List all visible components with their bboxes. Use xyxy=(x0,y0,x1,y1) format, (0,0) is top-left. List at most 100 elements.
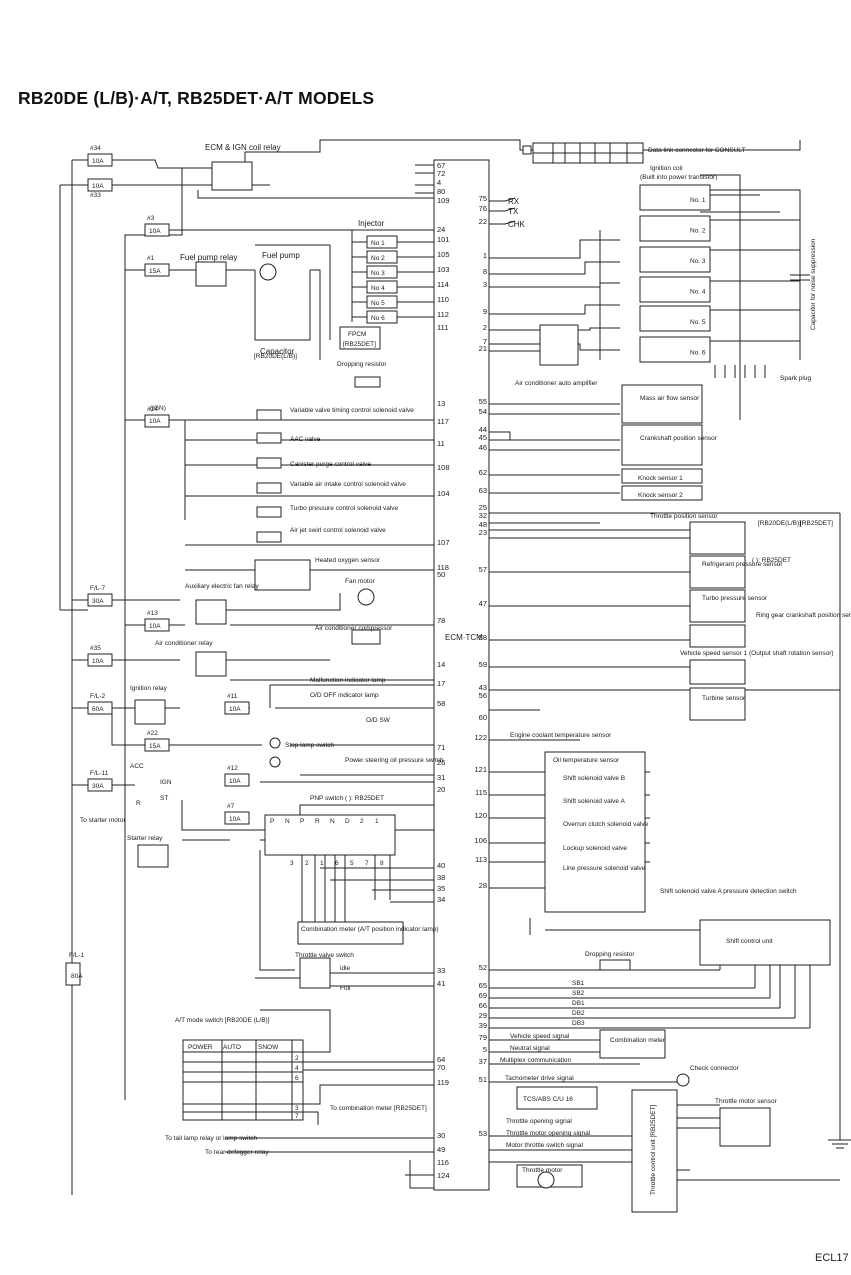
throttle-motor-opening-label: Throttle motor opening signal xyxy=(506,1130,591,1137)
ecm-left-pin: 80 xyxy=(437,187,445,196)
ecm-ign-coil-relay-label: ECM & IGN coil relay xyxy=(205,143,281,152)
sb-label: SB2 xyxy=(572,990,585,997)
ecm-tcm-box xyxy=(433,159,490,1191)
ecm-right-pin: 43 xyxy=(479,683,487,692)
ecm-left-pin: 101 xyxy=(437,235,450,244)
ecm-right-pin: 28 xyxy=(479,881,487,890)
fuse-8-rating: 60A xyxy=(92,706,104,713)
fuse-14-rating: 80A xyxy=(71,973,83,980)
turbo-pressure-control-label: Turbo pressure control solenoid valve xyxy=(290,505,399,512)
tvs-full-label: Full xyxy=(340,985,351,992)
ecm-left-pin: 35 xyxy=(437,884,445,893)
ecm-right-pin: 46 xyxy=(479,443,487,452)
sb-label: DB3 xyxy=(572,1020,585,1027)
tvs-idle-label: idle xyxy=(340,965,351,972)
ecm-left-pin: 49 xyxy=(437,1145,445,1154)
throttle-control-unit-label: Throttle control unit [RB25DET] xyxy=(650,1104,657,1195)
vehicle-speed-signal-label: Vehicle speed signal xyxy=(510,1033,570,1040)
ecm-right-pin: 122 xyxy=(474,733,487,742)
solenoid-valves xyxy=(254,409,381,645)
ecm-right-pin: 56 xyxy=(479,691,487,700)
fuse-13-id: #7 xyxy=(227,803,235,810)
to-starter-label: To starter motor xyxy=(80,817,126,824)
ecm-left-pin: 70 xyxy=(437,1063,445,1072)
ac-compressor-label: Air conditioner compressor xyxy=(315,625,393,632)
at-mode-col: AUTO xyxy=(223,1044,241,1051)
ecm-left-pin: 117 xyxy=(437,417,449,426)
fuse-10-id: #22 xyxy=(147,730,158,737)
fuse-7-rating: 10A xyxy=(92,658,104,665)
ecm-right-pin: 54 xyxy=(479,407,487,416)
at-mode-pin: 4 xyxy=(295,1065,299,1072)
ecm-tcm-label: ECM·TCM xyxy=(445,633,483,642)
turbine-box xyxy=(689,687,746,721)
fuse-3-id: #1 xyxy=(147,255,155,262)
ac-amp-label: Air conditioner auto amplifier xyxy=(515,380,598,387)
ecm-left-pin: 30 xyxy=(437,1131,445,1140)
ecm-left-pin: 34 xyxy=(437,895,445,904)
ecm-left-pin: 78 xyxy=(437,616,445,625)
ign-switch-r: R xyxy=(136,800,141,807)
ecm-right-pin: 7 xyxy=(483,337,487,346)
fuse-3-rating: 15A xyxy=(149,268,161,275)
vss1-label: Vehicle speed sensor 1 (Output shaft rot… xyxy=(680,650,834,657)
injector-label: Injector xyxy=(358,219,385,228)
variable-air-intake-label: Variable air intake control solenoid val… xyxy=(290,481,406,488)
ecm-left-pin: 114 xyxy=(437,280,449,289)
fuse-ign-note: (IGN) xyxy=(150,405,166,412)
injector-no-label: No 1 xyxy=(371,240,385,247)
ecm-right-pin: 55 xyxy=(479,397,487,406)
fuse-boxes xyxy=(65,153,250,986)
ecm-right-pin: 44 xyxy=(479,425,487,434)
pnp-pin: 5 xyxy=(350,860,354,867)
tcs-abs-box xyxy=(516,1086,598,1110)
ecm-left-pin: 118 xyxy=(437,563,449,572)
knock2-box xyxy=(621,485,703,501)
throttle-valve-switch-label: Throttle valve switch xyxy=(295,952,354,959)
ecm-right-pin: 25 xyxy=(479,503,487,512)
ignition-relay-label: Ignition relay xyxy=(130,685,168,692)
pnp-position: 2 xyxy=(360,818,364,825)
fuse-11-id: F/L-11 xyxy=(90,770,109,777)
maf-label: Mass air flow sensor xyxy=(640,395,700,402)
ring-gear-box xyxy=(689,624,746,648)
vss1-box xyxy=(689,659,746,685)
ecm-left-pin: 20 xyxy=(437,785,445,794)
at-solenoid-block xyxy=(544,751,646,913)
ecm-left-pin: 58 xyxy=(437,699,445,708)
shift-a-label: Shift solenoid valve A xyxy=(563,798,625,805)
ecm-right-pin: 29 xyxy=(479,1011,487,1020)
tps-rb20de-note: [RB20DE(L/B)] xyxy=(758,520,801,527)
check-connector-icon xyxy=(676,1073,690,1087)
check-connector-label: Check connector xyxy=(690,1065,740,1072)
ecm-left-pin: 26 xyxy=(437,758,445,767)
ecm-right-pin: 76 xyxy=(479,204,487,213)
combination-meter-label: Combination meter xyxy=(610,1037,666,1044)
ecm-left-pin: 14 xyxy=(437,660,445,669)
ring-gear-label: Ring gear crankshaft position sensor xyxy=(756,612,851,619)
ecm-right-pin: 8 xyxy=(483,267,487,276)
ecm-left-pin: 24 xyxy=(437,225,445,234)
pnp-position: P xyxy=(270,818,274,825)
ecm-right-pin: 75 xyxy=(479,194,487,203)
ign-switch-acc: ACC xyxy=(130,763,144,770)
throttle-motor-icon xyxy=(537,1171,555,1189)
motor-throttle-switch-label: Motor throttle switch signal xyxy=(506,1142,584,1149)
ecm-left-pin: 11 xyxy=(437,439,445,448)
relays xyxy=(134,161,253,868)
coil-no-label: No. 3 xyxy=(690,258,706,265)
ecm-left-pin: 33 xyxy=(437,966,445,975)
at-mode-switch-label: A/T mode switch [RB20DE (L/B)] xyxy=(175,1017,270,1024)
turbine-label: Turbine sensor xyxy=(702,695,746,702)
throttle-control-unit-box xyxy=(631,1089,678,1213)
ecm-right-pin: 39 xyxy=(479,1021,487,1030)
diagram-title: RB20DE (L/B)·A/T, RB25DET·A/T MODELS xyxy=(18,88,375,108)
ecm-right-pin: 57 xyxy=(479,565,487,574)
to-tail-lamp-label: To tail lamp relay or lamp switch xyxy=(165,1135,257,1142)
at-mode-pin: 7 xyxy=(295,1113,299,1120)
ignition-coil-label: Ignition coil xyxy=(650,165,683,172)
tps-rb25det-note: [RB25DET] xyxy=(800,520,833,527)
diagram-labels: ECM·TCM#3410A#3310A#310A#115A#1410AF/L-7… xyxy=(69,143,851,1195)
ecm-right-pin: 32 xyxy=(479,511,487,520)
fpcm-rb25det: [RB25DET] xyxy=(343,341,376,348)
